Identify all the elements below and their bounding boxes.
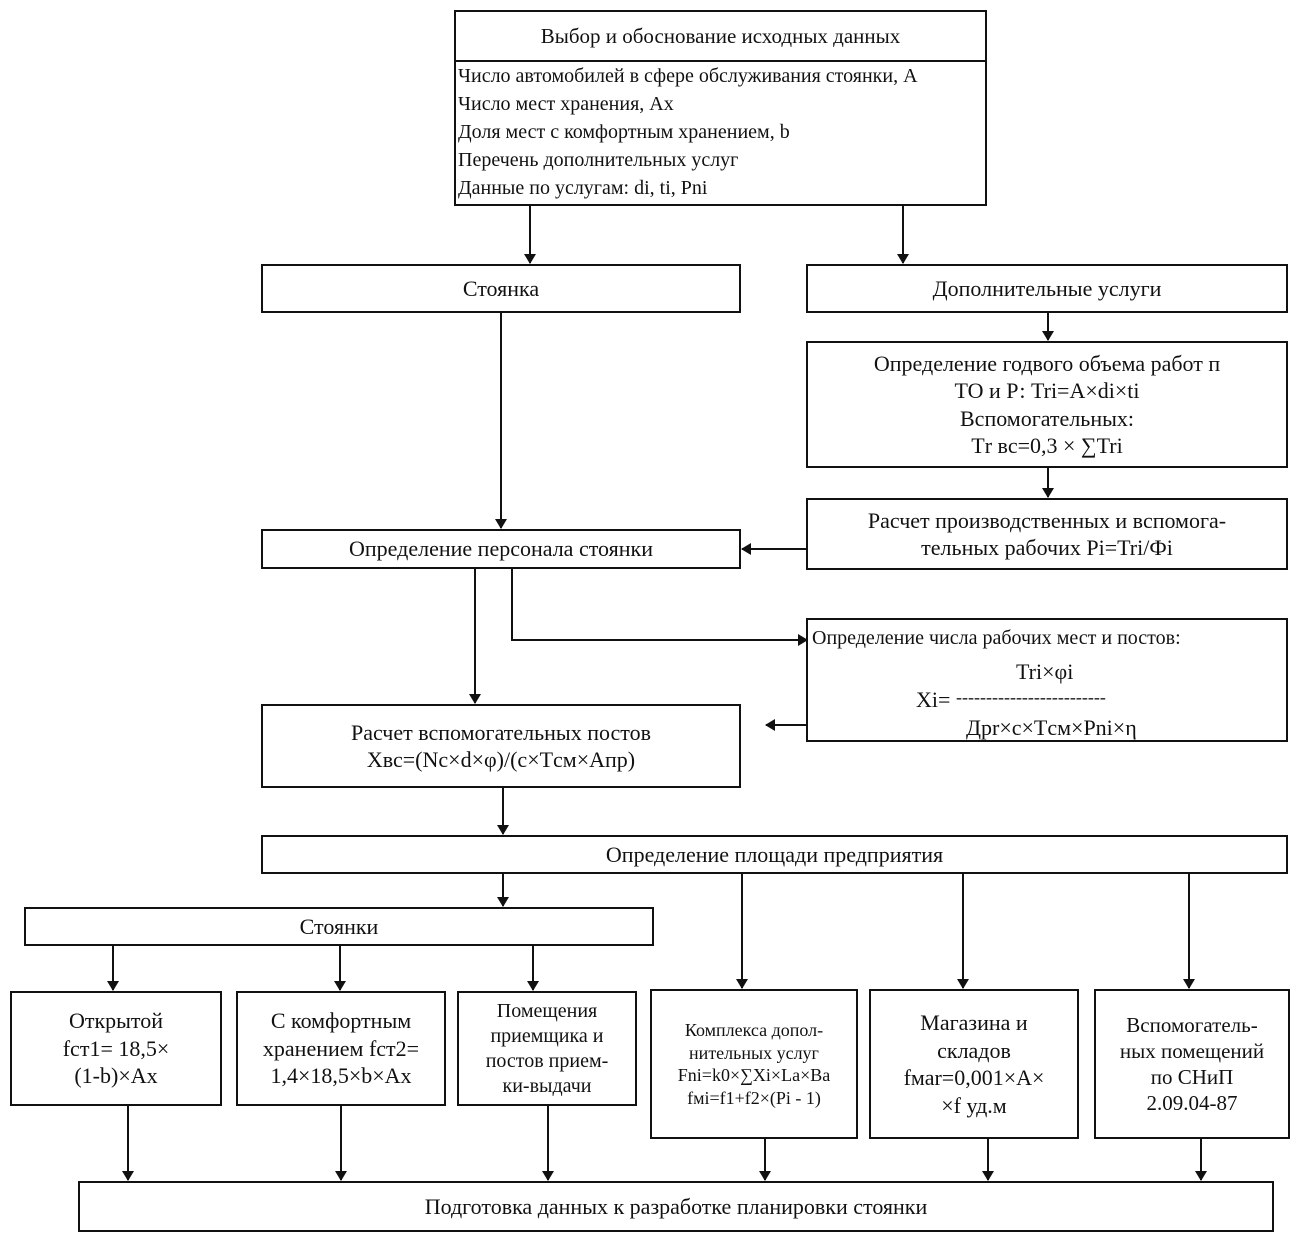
aux-posts-box: Расчет вспомогательных постов Хвс=(Nc×d×…	[261, 704, 741, 788]
services-complex-line: Fni=k0×∑Xi×La×Ba	[677, 1065, 831, 1085]
workers-calc-box: Расчет производственных и вспомога- тель…	[806, 498, 1288, 570]
input-data-title-cell: Выбор и обоснование исходных данных	[456, 12, 985, 62]
parking-label: Стоянка	[462, 275, 540, 301]
input-data-item: Данные по услугам: di, ti, Pni	[458, 176, 708, 199]
aux-posts-line: Хвс=(Nc×d×φ)/(c×Tсм×Апр)	[366, 747, 636, 772]
reception-line: постов прием-	[485, 1049, 609, 1072]
input-data-box: Выбор и обоснование исходных данных Числ…	[454, 10, 987, 206]
annual-volume-line: Тr вс=0,3 × ∑Tri	[971, 433, 1123, 458]
aux-rooms-line: 2.09.04-87	[1146, 1091, 1238, 1116]
reception-box: Помещения приемщика и постов прием- ки-в…	[457, 991, 637, 1106]
input-data-item: Перечень дополнительных услуг	[458, 148, 739, 171]
input-data-item: Доля мест с комфортным хранением, b	[458, 120, 790, 143]
services-complex-box: Комплекса допол- нительных услуг Fni=k0×…	[650, 989, 858, 1139]
shop-box: Магазина и складов fмаr=0,001×A× ×f уд.м	[869, 989, 1079, 1139]
comfort-parking-line: 1,4×18,5×b×Ax	[270, 1063, 412, 1089]
reception-line: Помещения	[496, 999, 598, 1022]
aux-rooms-line: Вспомогатель-	[1126, 1012, 1258, 1037]
input-data-title: Выбор и обоснование исходных данных	[540, 23, 901, 48]
workplaces-numerator: Tri×φi	[1016, 659, 1074, 684]
services-complex-line: нительных услуг	[689, 1042, 819, 1063]
final-box: Подготовка данных к разработке планировк…	[78, 1181, 1274, 1232]
workplaces-title: Определение числа рабочих мест и постов:	[812, 627, 1181, 649]
reception-line: приемщика и	[490, 1024, 604, 1047]
annual-volume-line: ТО и Р: Tri=A×di×ti	[954, 378, 1140, 403]
input-data-item: Число мест хранения, Ах	[458, 92, 674, 115]
parking-box: Стоянка	[261, 264, 741, 313]
shop-line: Магазина и	[920, 1010, 1028, 1035]
comfort-parking-box: С комфортным хранением fст2= 1,4×18,5×b×…	[236, 991, 446, 1106]
workers-calc-line: Расчет производственных и вспомога-	[867, 507, 1227, 533]
workplaces-lhs: Xi=	[916, 687, 951, 712]
parkings-label: Стоянки	[299, 913, 379, 939]
services-complex-line: fмi=f1+f2×(Pi - 1)	[687, 1087, 821, 1108]
extra-services-box: Дополнительные услуги	[806, 264, 1288, 313]
arrow-staff-to-workplaces	[511, 568, 808, 646]
annual-volume-box: Определение годвого объема работ п ТО и …	[806, 341, 1288, 468]
shop-line: fмаr=0,001×A×	[903, 1065, 1045, 1090]
open-parking-line: (1-b)×Ax	[74, 1063, 158, 1089]
staff-label: Определение персонала стоянки	[349, 536, 653, 562]
shop-line: складов	[937, 1037, 1011, 1063]
shop-line: ×f уд.м	[941, 1092, 1007, 1118]
area-box: Определение площади предприятия	[261, 835, 1288, 874]
comfort-parking-line: хранением fст2=	[262, 1035, 420, 1061]
parkings-box: Стоянки	[24, 907, 654, 946]
annual-volume-line: Определение годвого объема работ п	[873, 350, 1221, 376]
aux-posts-line: Расчет вспомогательных постов	[350, 719, 652, 745]
open-parking-box: Открытой fст1= 18,5× (1-b)×Ax	[10, 991, 222, 1106]
services-complex-line: Комплекса допол-	[684, 1020, 824, 1040]
workers-calc-line: тельных рабочих Pi=Tri/Фi	[921, 535, 1173, 560]
comfort-parking-line: С комфортным	[270, 1008, 412, 1034]
final-label: Подготовка данных к разработке планировк…	[424, 1193, 928, 1219]
input-data-item: Число автомобилей в сфере обслуживания с…	[458, 64, 918, 87]
open-parking-line: fст1= 18,5×	[62, 1035, 170, 1061]
aux-rooms-line: ных помещений	[1119, 1038, 1265, 1063]
aux-rooms-line: по СНиП	[1150, 1065, 1234, 1089]
workplaces-fraction-rule: -------------------------	[956, 687, 1106, 707]
input-data-list: Число автомобилей в сфере обслуживания с…	[456, 60, 985, 204]
area-label: Определение площади предприятия	[605, 841, 944, 867]
extra-services-label: Дополнительные услуги	[932, 275, 1162, 301]
staff-box: Определение персонала стоянки	[261, 529, 741, 569]
open-parking-line: Открытой	[68, 1008, 164, 1034]
workplaces-box: Определение числа рабочих мест и постов:…	[806, 618, 1288, 742]
reception-line: ки-выдачи	[502, 1074, 592, 1097]
annual-volume-line: Вспомогательных:	[960, 405, 1134, 431]
aux-rooms-box: Вспомогатель- ных помещений по СНиП 2.09…	[1094, 989, 1290, 1139]
workplaces-denominator: Дрr×c×Tсм×Pni×η	[966, 715, 1137, 740]
